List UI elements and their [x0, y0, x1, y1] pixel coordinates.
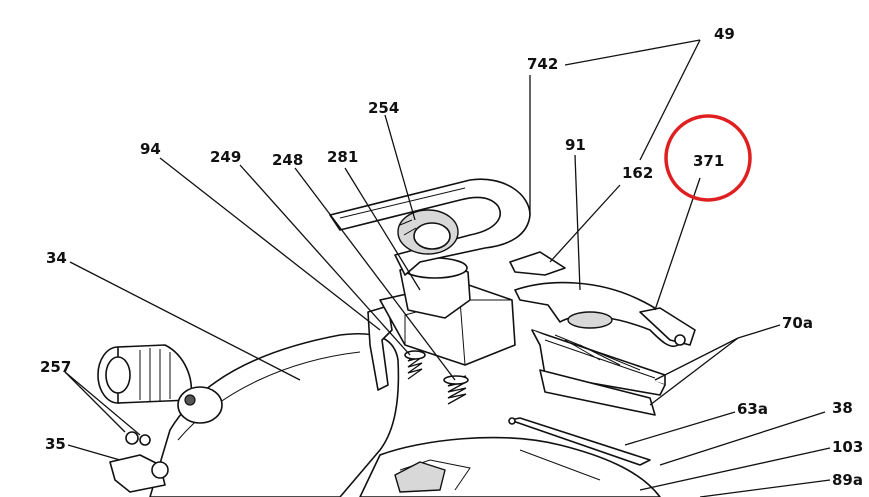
part-labels: 49 742 254 94 249 248 281 91 162 371 34 … — [40, 25, 863, 489]
label-38: 38 — [832, 399, 853, 417]
label-63a: 63a — [737, 400, 768, 418]
label-49: 49 — [714, 25, 735, 43]
leader-89a — [699, 479, 831, 497]
leader-70a-b — [654, 337, 739, 381]
part-springs — [404, 350, 469, 405]
leader-49-a — [564, 39, 701, 66]
part-162-plug — [509, 251, 566, 276]
label-91: 91 — [565, 136, 586, 154]
label-248: 248 — [272, 151, 303, 169]
leader-63a — [624, 411, 736, 446]
leader-248 — [294, 167, 456, 381]
leader-49-b — [639, 39, 701, 161]
leader-35 — [67, 444, 121, 461]
part-shapes — [97, 178, 696, 497]
leader-371 — [654, 177, 701, 311]
leader-257-b — [64, 371, 141, 436]
leader-34 — [69, 261, 301, 381]
label-371: 371 — [693, 152, 724, 170]
leader-281 — [344, 167, 421, 291]
leader-70a-c — [649, 337, 739, 406]
part-257-motor — [97, 344, 223, 424]
leader-94 — [159, 157, 381, 331]
label-162: 162 — [622, 164, 653, 182]
label-281: 281 — [327, 148, 358, 166]
leader-249 — [239, 164, 411, 356]
label-103: 103 — [832, 438, 863, 456]
part-103-base-inner — [394, 461, 446, 493]
part-35-connector — [109, 454, 166, 493]
label-249: 249 — [210, 148, 241, 166]
label-254: 254 — [368, 99, 399, 117]
label-34: 34 — [46, 249, 67, 267]
leader-lines — [64, 39, 831, 497]
part-34-housing — [149, 333, 400, 497]
leader-162 — [549, 184, 621, 263]
part-38-rail — [509, 417, 651, 466]
part-742-handle — [329, 178, 531, 276]
leader-254 — [384, 114, 416, 221]
leader-103 — [639, 447, 831, 491]
label-742: 742 — [527, 55, 558, 73]
leader-70a-a — [737, 324, 781, 339]
label-94: 94 — [140, 140, 161, 158]
label-70a: 70a — [782, 314, 813, 332]
leader-91 — [574, 154, 581, 291]
highlight-circle-371 — [664, 114, 752, 202]
label-35: 35 — [45, 435, 66, 453]
leader-38 — [659, 411, 826, 466]
label-89a: 89a — [832, 471, 863, 489]
leader-257-a — [64, 371, 126, 433]
part-63a-plate — [539, 369, 656, 416]
label-257: 257 — [40, 358, 71, 376]
